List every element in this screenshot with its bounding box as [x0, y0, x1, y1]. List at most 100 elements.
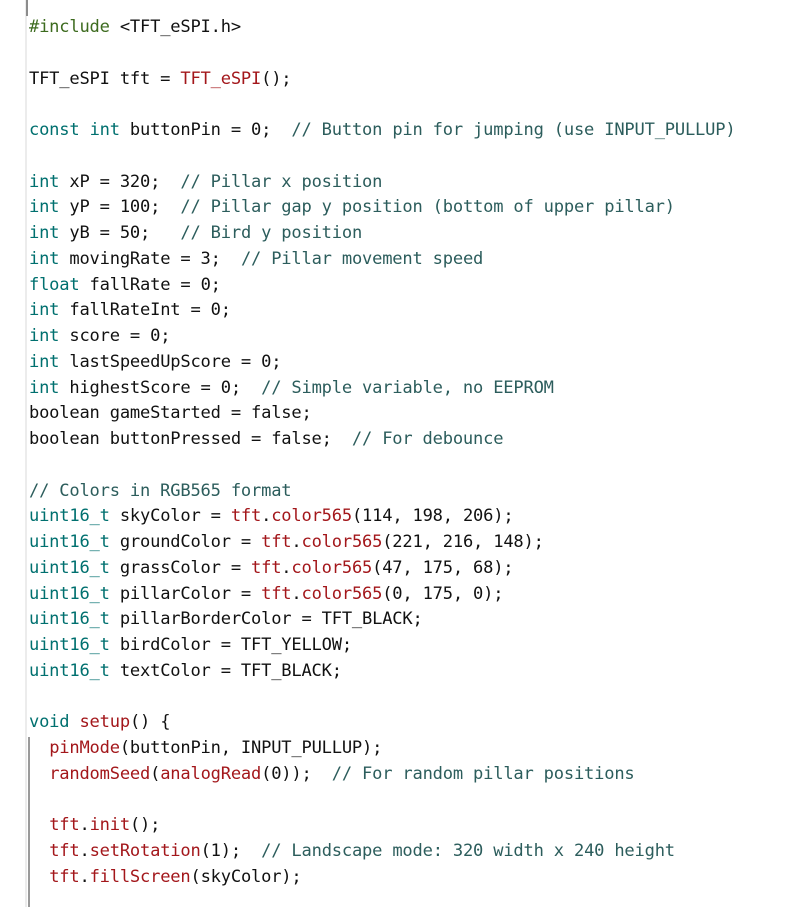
code-line[interactable]: ​ — [29, 685, 735, 711]
function-token: pinMode — [49, 738, 120, 758]
code-line[interactable]: int yP = 100; // Pillar gap y position (… — [29, 195, 735, 221]
text-token — [29, 738, 49, 758]
text-token: yB = 50; — [59, 223, 181, 243]
code-text-area[interactable]: #include <TFT_eSPI.h>​TFT_eSPI tft = TFT… — [29, 15, 736, 891]
function-token: randomSeed — [49, 763, 151, 784]
keyword-token: uint16_t — [29, 532, 110, 552]
text-token: <TFT_eSPI.h> — [109, 17, 241, 37]
keyword-token: void — [29, 712, 70, 733]
code-line[interactable]: int lastSpeedUpScore = 0; — [29, 350, 735, 376]
function-token: tft — [49, 866, 80, 887]
function-token: tft — [49, 841, 80, 861]
text-token: score = 0; — [59, 326, 171, 346]
text-token: (); — [261, 68, 292, 89]
text-token: boolean buttonPressed = false; — [29, 429, 352, 449]
code-line[interactable]: uint16_t pillarBorderColor = TFT_BLACK; — [29, 607, 735, 633]
code-line[interactable]: ​ — [29, 41, 735, 67]
text-token: (); — [129, 815, 161, 836]
text-token: skyColor = — [109, 506, 231, 527]
code-line[interactable]: pinMode(buttonPin, INPUT_PULLUP); — [29, 736, 735, 762]
function-token: tft — [230, 506, 262, 527]
code-line[interactable]: int xP = 320; // Pillar x position — [29, 170, 735, 196]
keyword-token: int — [29, 300, 60, 321]
indent-guide-setup-block — [28, 737, 30, 907]
text-token: boolean gameStarted = false; — [29, 403, 312, 424]
keyword-token: uint16_t — [29, 583, 110, 604]
code-line[interactable]: int highestScore = 0; // Simple variable… — [29, 376, 735, 402]
code-line[interactable]: uint16_t grassColor = tft.color565(47, 1… — [29, 556, 735, 582]
text-token: xP = 320; — [59, 171, 181, 192]
code-line[interactable]: tft.fillScreen(skyColor); — [29, 865, 735, 891]
text-token: fallRateInt = 0; — [59, 300, 231, 321]
comment-token: // Pillar movement speed — [240, 248, 484, 269]
code-line[interactable]: uint16_t birdColor = TFT_YELLOW; — [29, 633, 735, 659]
text-token: groundColor = — [109, 532, 262, 552]
text-token: buttonPin = 0; — [119, 120, 292, 140]
comment-token: // Pillar gap y position (bottom of uppe… — [180, 197, 675, 218]
text-token: ( — [150, 763, 161, 784]
text-token: . — [79, 841, 90, 861]
text-token — [29, 867, 49, 887]
text-token: . — [79, 866, 90, 887]
code-line[interactable]: ​ — [29, 453, 735, 479]
text-token: textColor = TFT_BLACK; — [109, 660, 342, 681]
code-line[interactable]: tft.setRotation(1); // Landscape mode: 3… — [29, 839, 735, 865]
code-line[interactable]: TFT_eSPI tft = TFT_eSPI(); — [29, 67, 735, 93]
text-token: lastSpeedUpScore = 0; — [59, 351, 282, 372]
code-line[interactable]: tft.init(); — [29, 813, 735, 839]
code-line[interactable]: int fallRateInt = 0; — [29, 298, 735, 324]
keyword-token: uint16_t — [29, 660, 110, 681]
code-line[interactable]: int score = 0; — [29, 324, 735, 350]
comment-token: // Bird y position — [180, 223, 363, 243]
function-token: TFT_eSPI — [180, 68, 262, 89]
code-line[interactable]: float fallRate = 0; — [29, 273, 735, 299]
code-line[interactable]: randomSeed(analogRead(0)); // For random… — [29, 762, 735, 788]
keyword-token: uint16_t — [29, 557, 110, 578]
function-token: color565 — [301, 583, 383, 604]
code-line[interactable]: uint16_t pillarColor = tft.color565(0, 1… — [29, 582, 735, 608]
code-line[interactable]: const int buttonPin = 0; // Button pin f… — [29, 118, 736, 144]
text-token: . — [291, 532, 302, 552]
function-token: fillScreen — [89, 866, 191, 887]
text-token: . — [291, 583, 302, 604]
text-token: (buttonPin, INPUT_PULLUP); — [119, 738, 383, 758]
function-token: color565 — [271, 506, 352, 527]
code-line[interactable]: void setup() { — [29, 710, 735, 736]
code-line[interactable]: uint16_t skyColor = tft.color565(114, 19… — [29, 504, 735, 530]
code-line[interactable]: ​ — [29, 144, 735, 170]
text-token — [29, 764, 49, 784]
code-line[interactable]: int yB = 50; // Bird y position — [29, 221, 735, 247]
code-line[interactable]: uint16_t textColor = TFT_BLACK; — [29, 659, 735, 685]
keyword-token: uint16_t — [29, 635, 110, 655]
code-line[interactable]: int movingRate = 3; // Pillar movement s… — [29, 247, 735, 273]
keyword-token: int — [29, 351, 60, 372]
text-token: . — [281, 557, 292, 578]
text-token: . — [79, 815, 90, 836]
text-token: (221, 216, 148); — [382, 532, 544, 552]
function-token: tft — [49, 815, 80, 836]
keyword-token: uint16_t — [29, 506, 110, 527]
code-line[interactable]: ​ — [29, 788, 735, 814]
text-token: highestScore = 0; — [59, 377, 262, 398]
text-token: movingRate = 3; — [59, 248, 241, 269]
comment-token: // Landscape mode: 320 width x 240 heigh… — [261, 841, 675, 861]
comment-token: // Button pin for jumping (use INPUT_PUL… — [291, 120, 736, 140]
keyword-token: int — [29, 326, 60, 346]
code-line[interactable]: ​ — [29, 92, 735, 118]
code-line[interactable]: #include <TFT_eSPI.h> — [29, 15, 735, 41]
text-token: () { — [129, 712, 171, 733]
function-token: setup — [79, 712, 130, 733]
keyword-token: int — [29, 171, 60, 192]
keyword-token: int — [89, 120, 120, 140]
keyword-token: int — [29, 377, 60, 398]
code-line[interactable]: boolean buttonPressed = false; // For de… — [29, 427, 735, 453]
text-cursor-marker — [26, 0, 28, 16]
keyword-token: int — [29, 248, 60, 269]
text-token: TFT_eSPI tft = — [29, 68, 181, 89]
code-line[interactable]: // Colors in RGB565 format — [29, 479, 735, 505]
preprocessor-token: #include — [29, 17, 110, 37]
text-token — [69, 712, 79, 732]
code-line[interactable]: boolean gameStarted = false; — [29, 401, 735, 427]
code-line[interactable]: uint16_t groundColor = tft.color565(221,… — [29, 530, 735, 556]
